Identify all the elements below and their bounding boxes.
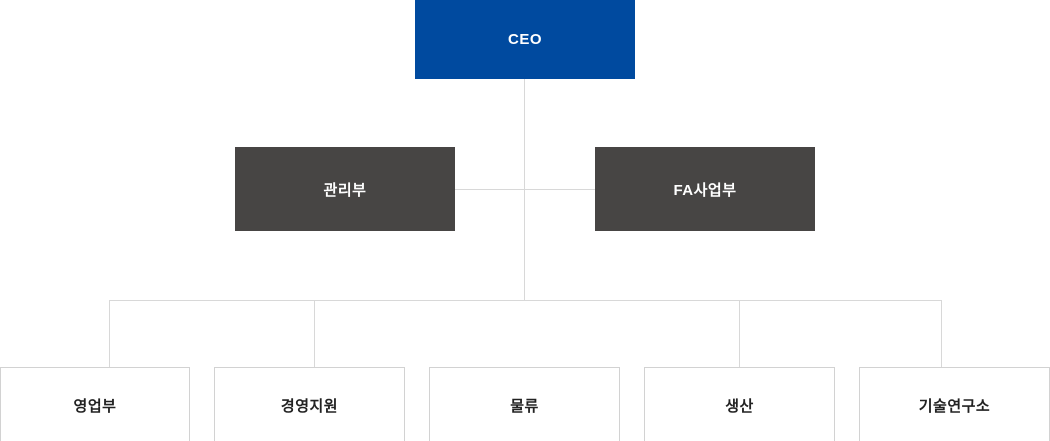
node-fa-division[interactable]: FA사업부 xyxy=(595,147,815,231)
node-logistics[interactable]: 물류 xyxy=(429,367,620,441)
connector-branch-support xyxy=(314,300,315,367)
connector-branch-sales xyxy=(109,300,110,367)
node-management[interactable]: 관리부 xyxy=(235,147,455,231)
node-ceo[interactable]: CEO xyxy=(415,0,635,79)
connector-level2-horizontal xyxy=(455,189,595,190)
connector-level3-horizontal xyxy=(109,300,941,301)
node-rnd-center[interactable]: 기술연구소 xyxy=(859,367,1050,441)
node-production[interactable]: 생산 xyxy=(644,367,835,441)
connector-branch-rnd xyxy=(941,300,942,367)
node-management-support[interactable]: 경영지원 xyxy=(214,367,405,441)
node-sales[interactable]: 영업부 xyxy=(0,367,190,441)
connector-branch-production xyxy=(739,300,740,367)
